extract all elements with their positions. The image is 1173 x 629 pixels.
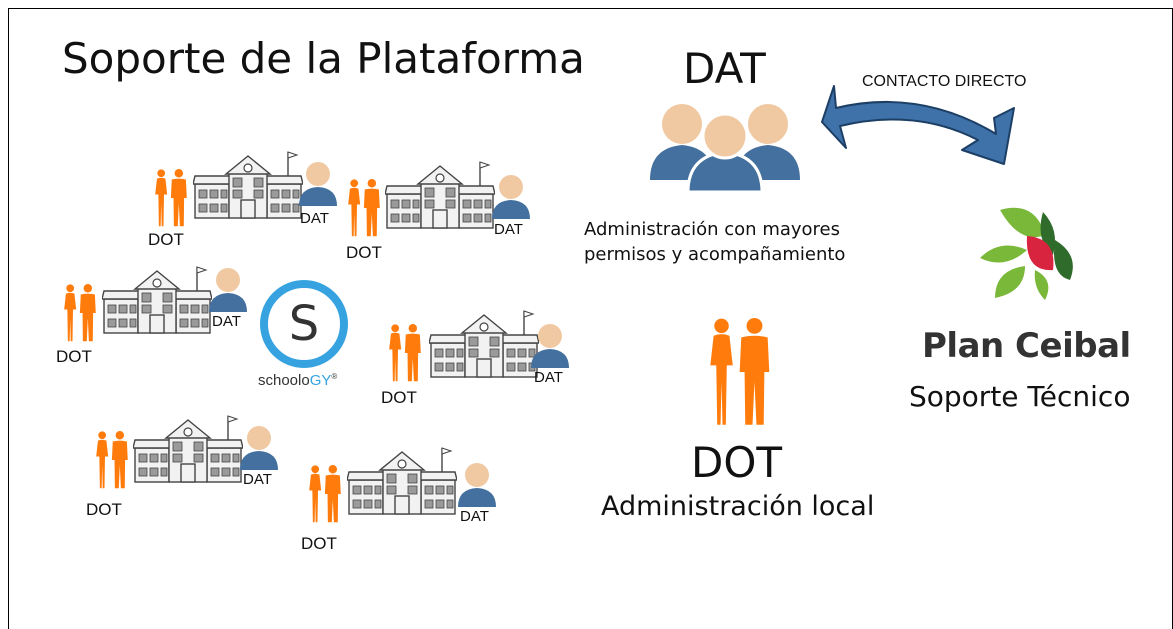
page-title: Soporte de la Plataforma [62, 34, 585, 83]
dot-people-icon-svg [96, 431, 128, 489]
dat-description: Administración con mayores permisos y ac… [584, 219, 846, 265]
schoology-logo: S [260, 280, 348, 368]
dot-people-icon-svg [64, 284, 96, 342]
dot-heading: DOT [691, 438, 783, 487]
school-building-icon [428, 309, 540, 385]
dot-people-icon-svg [348, 179, 380, 237]
dot-people-icon-svg [155, 169, 187, 227]
dat-person-icon [530, 322, 570, 372]
dot-people-icon [340, 178, 386, 242]
dat-heading: DAT [683, 44, 766, 93]
dot-people-icon [56, 283, 102, 347]
dot-people-icon [381, 323, 427, 387]
dot-label: DOT [148, 230, 184, 249]
schoology-word-start: schoolo [258, 372, 310, 389]
dot-label: DOT [86, 500, 122, 519]
dot-description: Administración local [601, 491, 875, 522]
dat-person-icon [239, 424, 279, 474]
dot-people-icon [88, 430, 134, 494]
school-building-icon-svg [428, 310, 540, 378]
dat-person-icon [457, 461, 497, 511]
school-building-icon-svg [346, 447, 458, 515]
brand-subtitle: Soporte Técnico [909, 380, 1131, 413]
schoology-word-accent: GY [309, 372, 332, 389]
dat-person-icon-svg [458, 463, 496, 507]
dat-group-icon [650, 104, 800, 194]
dot-people-icon [301, 464, 347, 528]
dot-label: DOT [346, 243, 382, 262]
dat-person-icon-svg [240, 426, 278, 470]
dot-label: DOT [56, 347, 92, 366]
dat-person-icon-svg [209, 268, 247, 312]
school-building-icon [384, 160, 496, 236]
dat-person-icon-svg [492, 175, 530, 219]
trademark-symbol: ® [331, 372, 338, 381]
dot-label: DOT [301, 534, 337, 553]
dat-label: DAT [534, 369, 563, 386]
dot-people-large-icon [710, 317, 770, 425]
schoology-wordmark: schooloGY® [258, 372, 337, 389]
school-building-icon-svg [384, 161, 496, 229]
school-building-icon-svg [101, 266, 213, 334]
dat-label: DAT [494, 221, 523, 238]
school-building-icon [132, 414, 244, 490]
dat-label: DAT [212, 313, 241, 330]
double-arrow-icon [821, 85, 1015, 165]
dat-label: DAT [300, 210, 329, 227]
school-building-icon [346, 446, 458, 522]
dot-people-icon-svg [389, 324, 421, 382]
dat-label: DAT [243, 471, 272, 488]
school-building-icon [101, 265, 213, 341]
brand-name: Plan Ceibal [922, 326, 1131, 366]
dat-label: DAT [460, 508, 489, 525]
dot-people-icon [147, 168, 193, 232]
dat-person-icon [298, 160, 338, 210]
svg-text:S: S [289, 296, 319, 352]
dot-label: DOT [381, 388, 417, 407]
dat-person-icon [208, 266, 248, 316]
school-building-icon [192, 150, 304, 226]
dat-person-icon-svg [299, 162, 337, 206]
dat-person-icon [491, 173, 531, 223]
plan-ceibal-logo [980, 207, 1073, 300]
school-building-icon-svg [192, 151, 304, 219]
contact-label: CONTACTO DIRECTO [862, 73, 1027, 90]
school-building-icon-svg [132, 415, 244, 483]
dat-person-icon-svg [531, 324, 569, 368]
dot-people-icon-svg [309, 465, 341, 523]
